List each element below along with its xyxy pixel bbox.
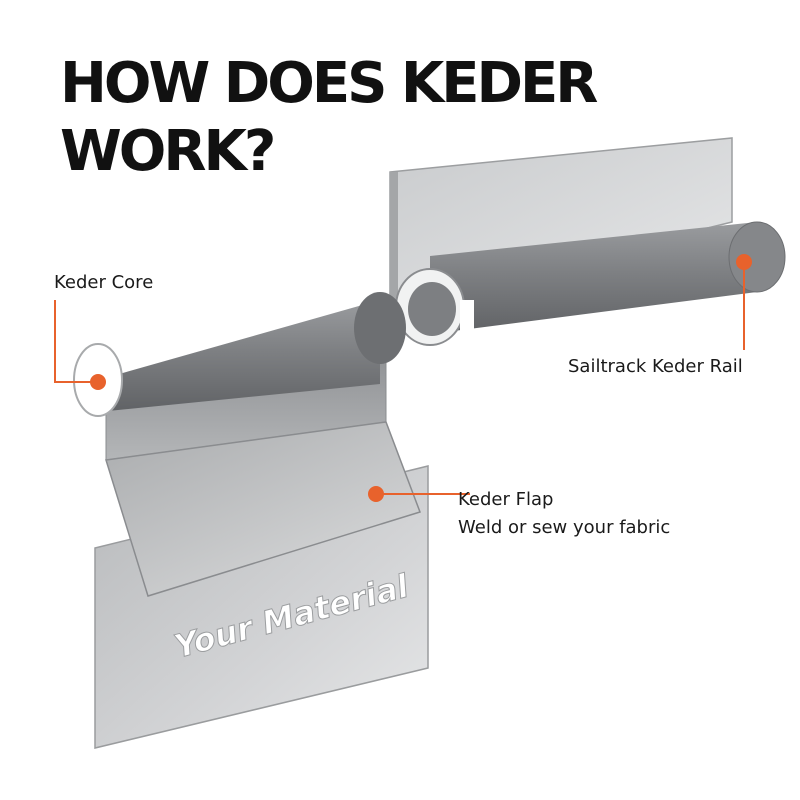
keder-core-label: Keder Core — [54, 272, 154, 293]
callout-keder-core — [54, 300, 106, 390]
callout-dot — [368, 486, 384, 502]
keder-core — [73, 292, 406, 417]
callout-sailtrack-rail — [736, 254, 752, 350]
sailtrack-rail-label: Sailtrack Keder Rail — [568, 356, 743, 377]
keder-flap-title: Keder Flap — [458, 489, 554, 510]
callout-dot — [90, 374, 106, 390]
callout-keder-flap — [368, 486, 470, 502]
title-line-1: HOW DOES KEDER — [60, 51, 598, 116]
page-title: HOW DOES KEDER WORK? — [60, 50, 598, 186]
callout-dot — [736, 254, 752, 270]
keder-flap-subtitle: Weld or sew your fabric — [458, 517, 671, 538]
keder-flap-label: Keder Flap Weld or sew your fabric — [458, 486, 670, 542]
title-line-2: WORK? — [60, 119, 276, 184]
